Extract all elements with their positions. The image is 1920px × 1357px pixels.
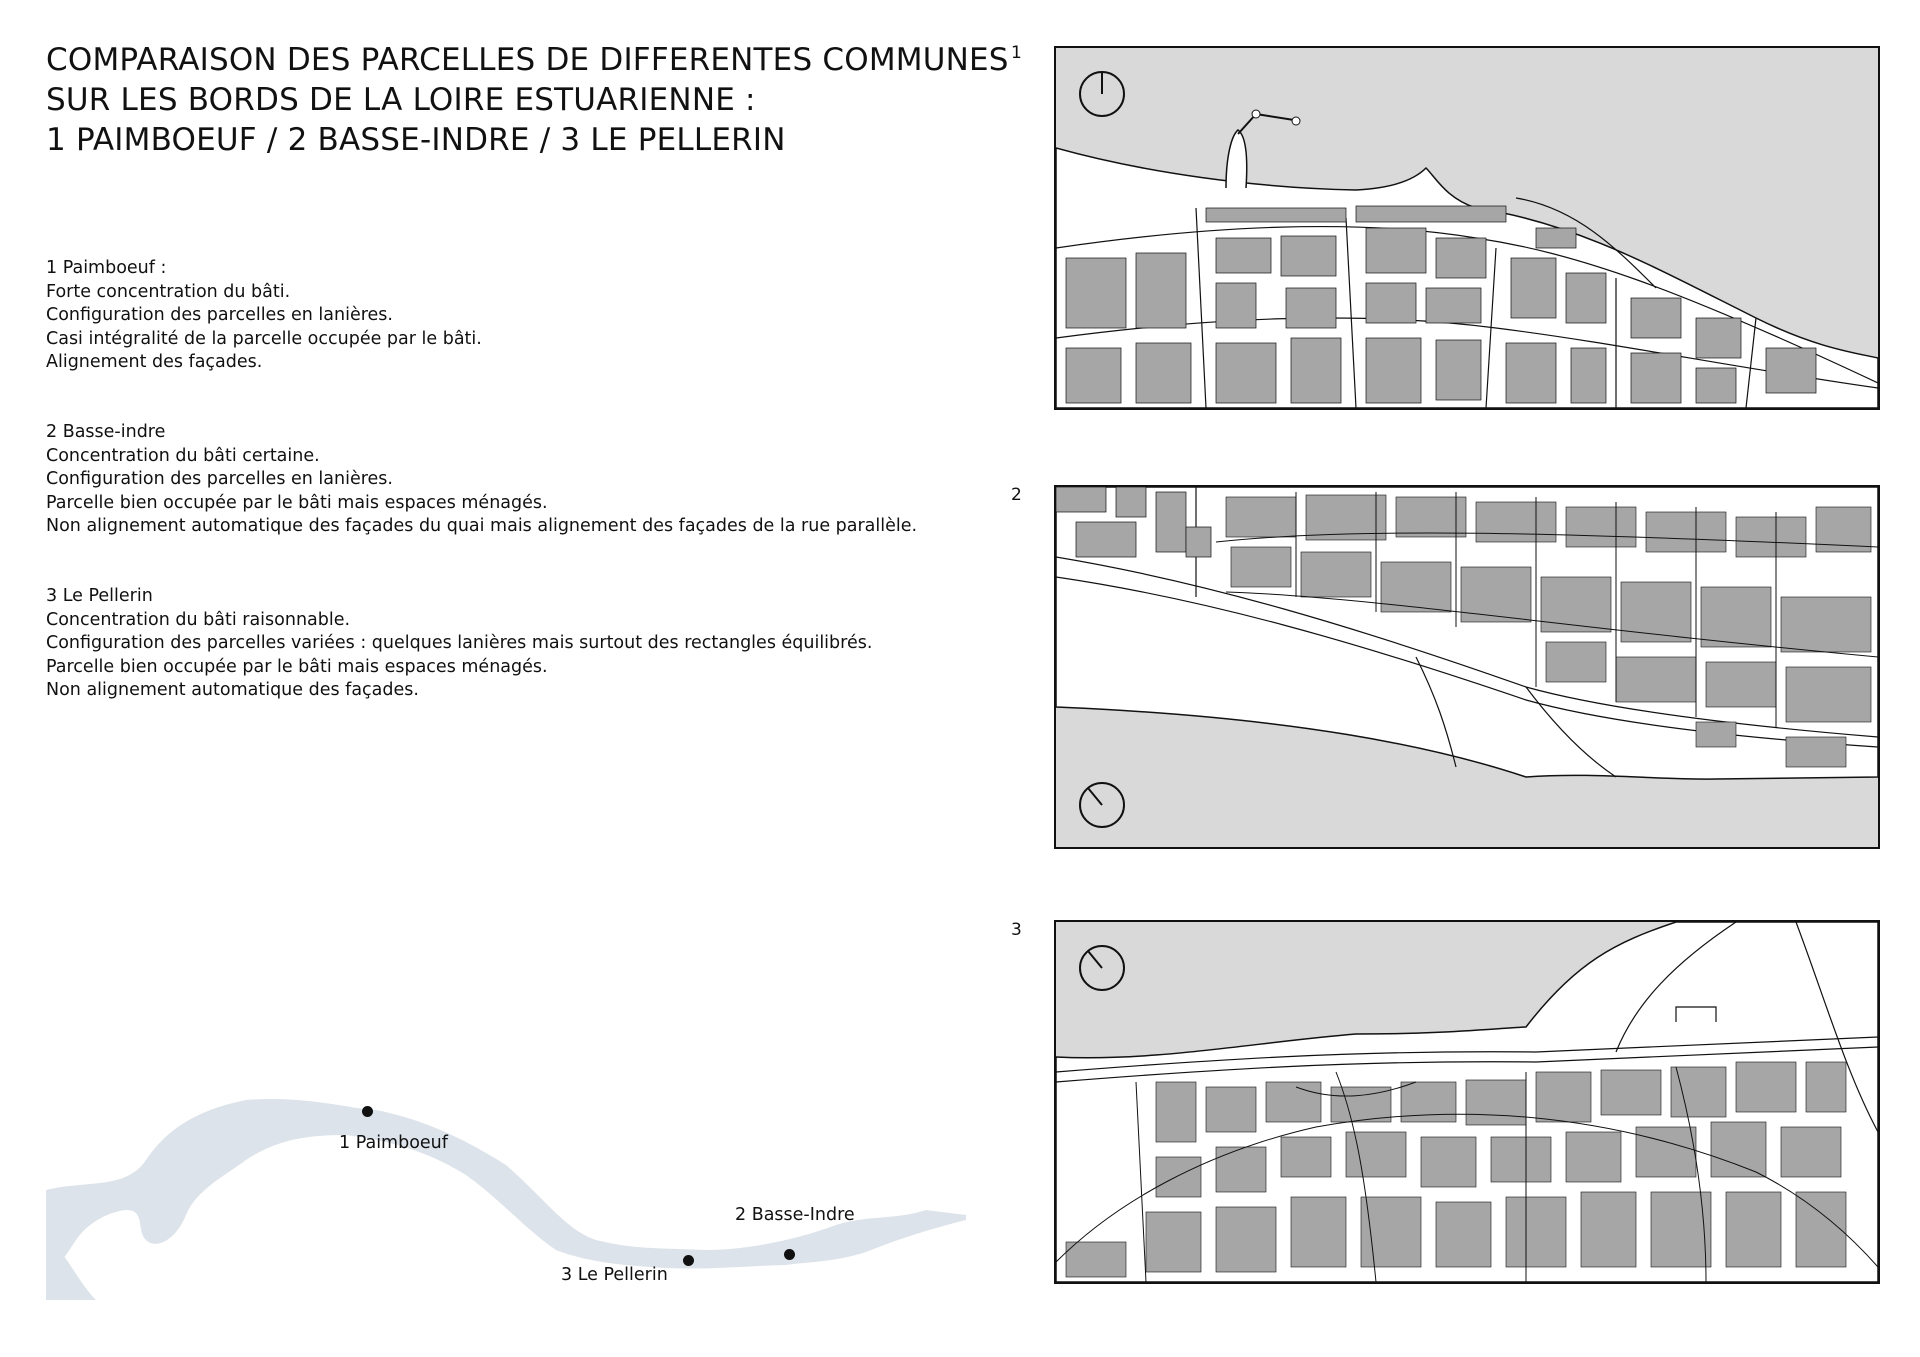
title-line: COMPARAISON DES PARCELLES DE DIFFERENTES… — [46, 42, 1009, 78]
place-label-basse-indre: 2 Basse-Indre — [735, 1205, 855, 1225]
map-paimboeuf-drawing — [1056, 71, 1878, 408]
description-paimboeuf: 1 Paimboeuf : Forte concentration du bât… — [46, 257, 976, 375]
description-line: Parcelle bien occupée par le bâti mais e… — [46, 656, 548, 677]
map-number-3: 3 — [1011, 920, 1022, 940]
map-paimboeuf — [1054, 46, 1880, 410]
place-marker-le-pellerin — [683, 1255, 694, 1266]
title-line: 1 PAIMBOEUF / 2 BASSE-INDRE / 3 LE PELLE… — [46, 122, 786, 158]
map-basse-indre-drawing — [1056, 487, 1878, 828]
description-line: Non alignement automatique des façades d… — [46, 516, 918, 536]
description-line: Configuration des parcelles variées : qu… — [46, 633, 873, 653]
place-label-le-pellerin: 3 Le Pellerin — [561, 1265, 668, 1285]
map-basse-indre — [1054, 485, 1880, 849]
description-line: Configuration des parcelles en lanières. — [46, 305, 393, 325]
description-le-pellerin: 3 Le Pellerin Concentration du bâti rais… — [46, 585, 976, 703]
map-number-1: 1 — [1011, 43, 1022, 63]
place-marker-basse-indre — [784, 1249, 795, 1260]
place-marker-paimboeuf — [362, 1106, 373, 1117]
map-number-2: 2 — [1011, 485, 1022, 505]
north-arrow-icon — [1079, 782, 1125, 828]
loire-river — [46, 1098, 966, 1280]
description-line: Parcelle bien occupée par le bâti mais e… — [46, 492, 548, 513]
page-title: COMPARAISON DES PARCELLES DE DIFFERENTES… — [46, 40, 1009, 160]
north-arrow-icon — [1079, 945, 1125, 991]
map-le-pellerin — [1054, 920, 1880, 1284]
title-line: SUR LES BORDS DE LA LOIRE ESTUARIENNE : — [46, 82, 756, 118]
map-le-pellerin-drawing — [1056, 922, 1878, 1282]
description-line: Configuration des parcelles en lanières. — [46, 469, 393, 489]
description-line: Concentration du bâti raisonnable. — [46, 609, 351, 630]
description-line: Casi intégralité de la parcelle occupée … — [46, 328, 482, 349]
description-line: Concentration du bâti certaine. — [46, 445, 320, 466]
place-label-paimboeuf: 1 Paimboeuf — [339, 1133, 448, 1153]
description-line: Forte concentration du bâti. — [46, 281, 291, 302]
pier — [1225, 129, 1248, 189]
description-heading: 2 Basse-indre — [46, 422, 166, 442]
description-line: Non alignement automatique des façades. — [46, 680, 419, 700]
description-heading: 3 Le Pellerin — [46, 586, 153, 606]
description-line: Alignement des façades. — [46, 352, 263, 372]
overview-river-map — [46, 1098, 966, 1300]
description-basse-indre: 2 Basse-indre Concentration du bâti cert… — [46, 421, 976, 539]
description-heading: 1 Paimboeuf : — [46, 258, 167, 278]
north-arrow-icon — [1079, 71, 1125, 117]
